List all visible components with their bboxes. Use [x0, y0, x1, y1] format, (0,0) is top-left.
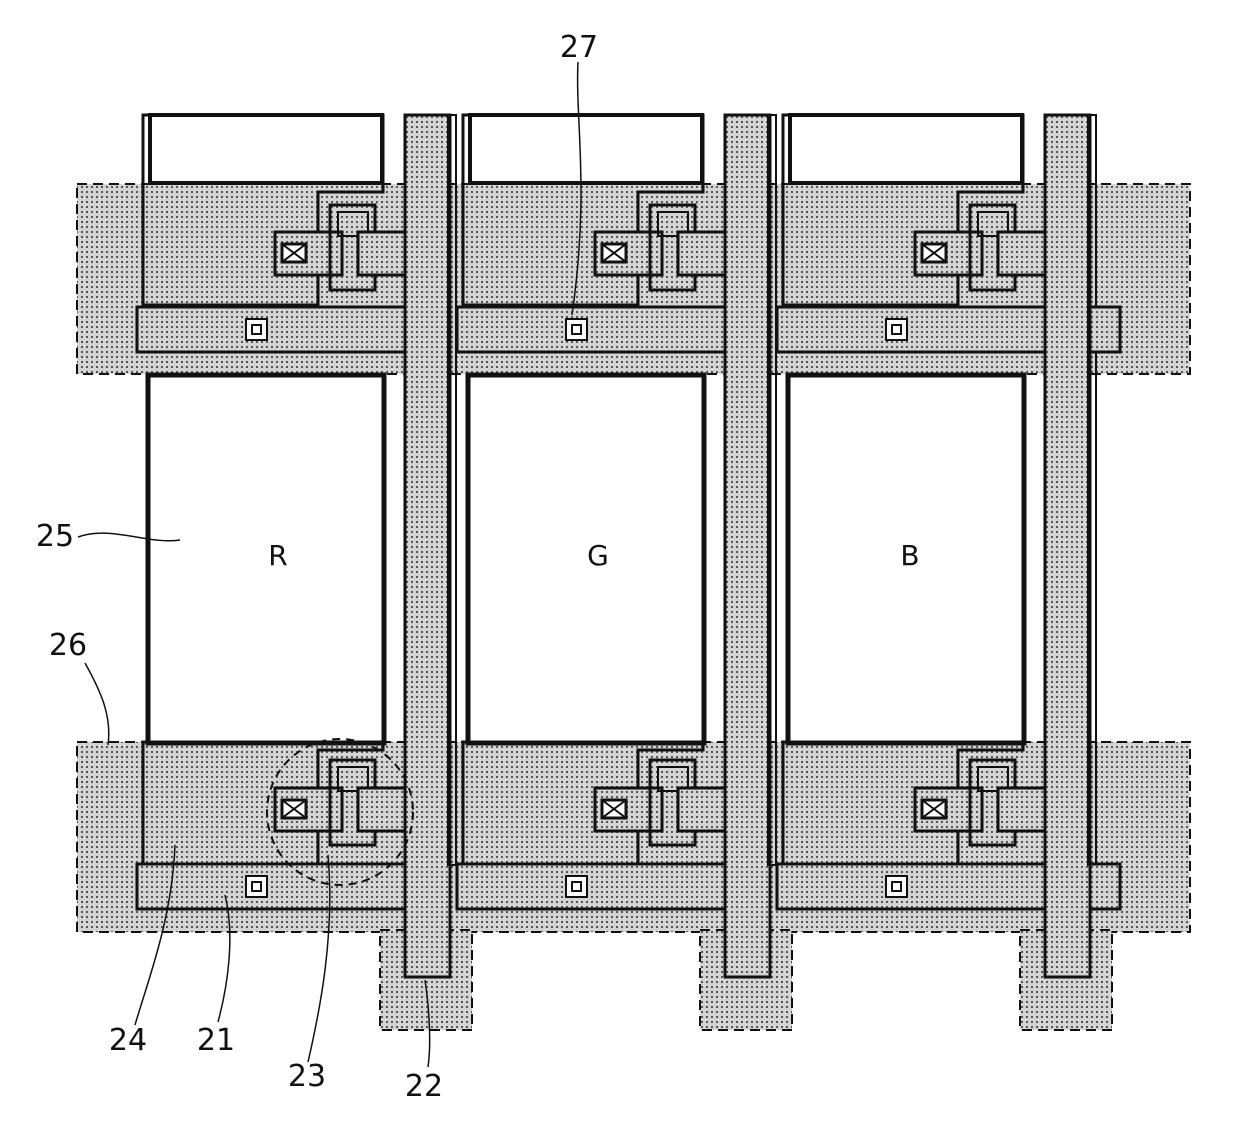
- ref-27: 27: [560, 30, 598, 65]
- ref-26: 26: [49, 628, 87, 663]
- ref-24: 24: [109, 1023, 147, 1058]
- ref-25: 25: [36, 519, 74, 554]
- pixel-label-r: R: [268, 539, 287, 572]
- scan-line-end-top: [1090, 307, 1120, 352]
- ref-22: 22: [405, 1069, 443, 1104]
- ref-23: 23: [288, 1059, 326, 1094]
- scan-line-end-bottom: [1090, 864, 1120, 909]
- pixel-electrode-green: [468, 375, 704, 743]
- pixel-electrode-red: [148, 375, 384, 743]
- ref-21: 21: [197, 1023, 235, 1058]
- pixel-label-g: G: [587, 539, 609, 572]
- pixel-label-b: B: [900, 539, 919, 572]
